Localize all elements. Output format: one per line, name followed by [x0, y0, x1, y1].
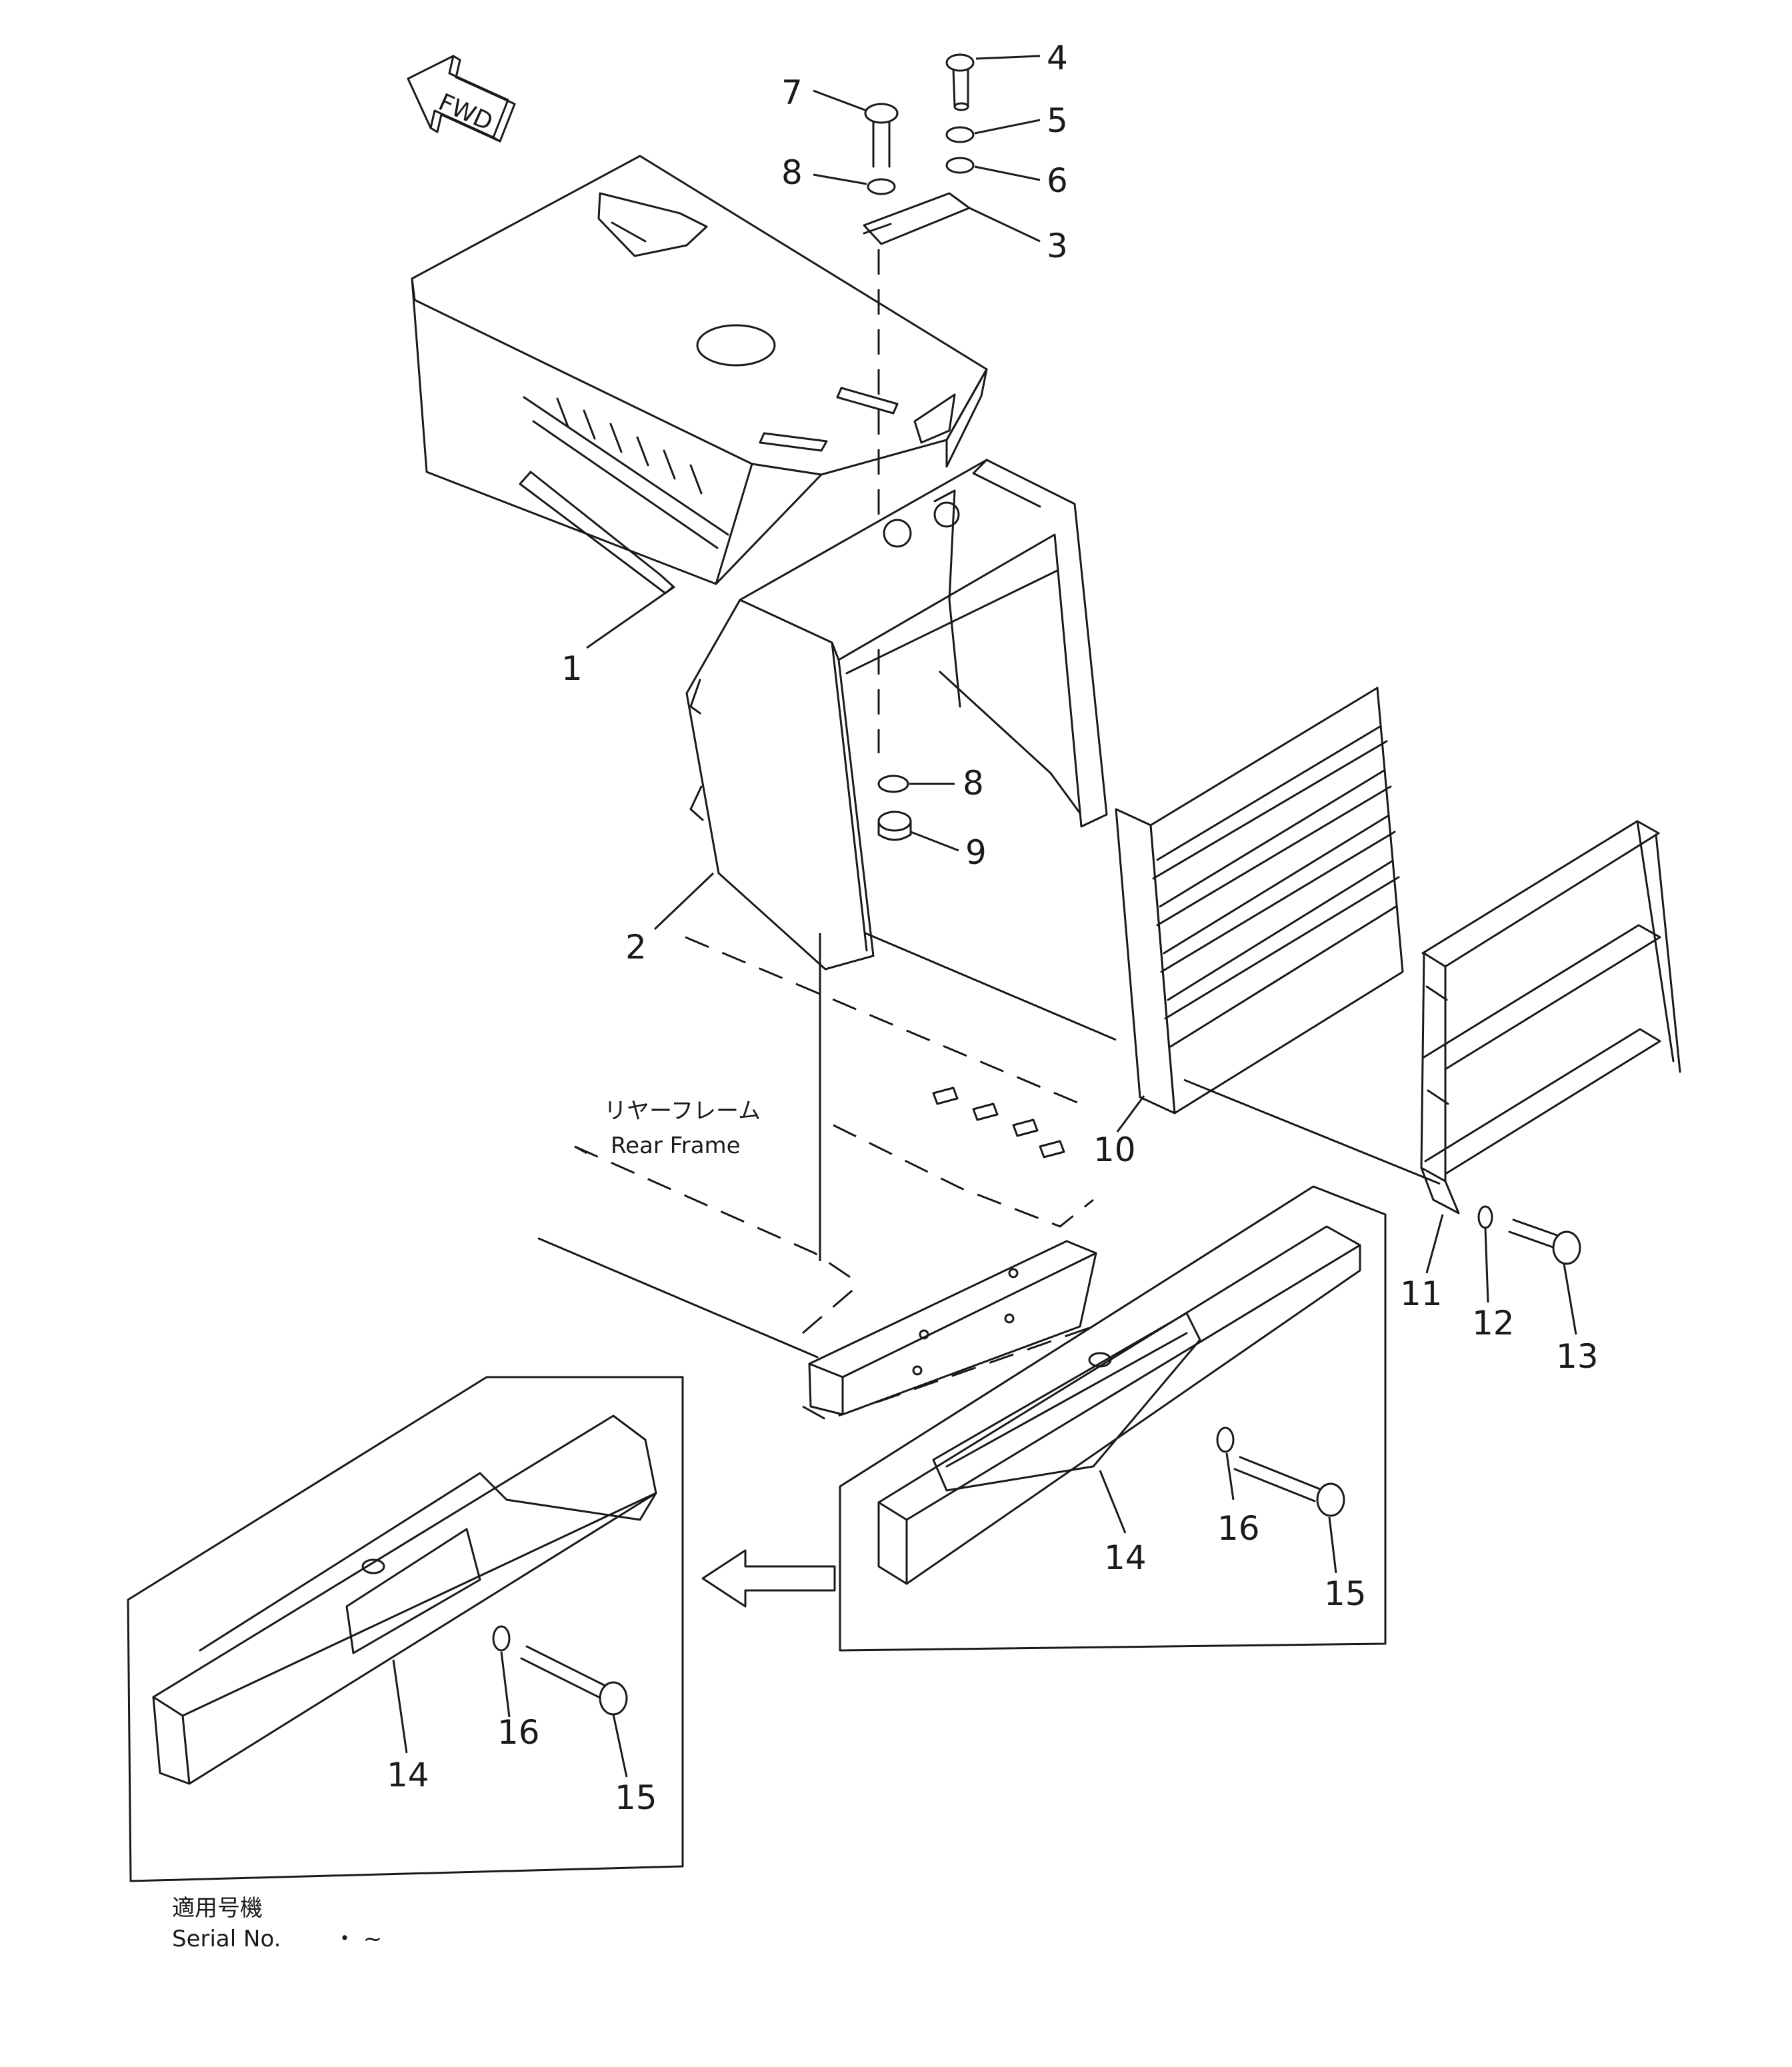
callout-10: 10: [1093, 1130, 1136, 1169]
detail-box-a: [839, 1185, 1387, 1652]
callout-4: 4: [1047, 39, 1068, 77]
nut-9-part: [877, 811, 912, 841]
callout-15-detail-a: 15: [1324, 1574, 1367, 1613]
rear-frame-label-en: Rear Frame: [611, 1132, 741, 1159]
tubular-guard-part: [1420, 820, 1681, 1214]
callout-2: 2: [625, 928, 647, 967]
callout-leaders: [392, 55, 1577, 1778]
detail-transfer-arrow-icon: [701, 1549, 836, 1608]
washer-13-part: [1477, 1205, 1493, 1229]
rear-frame-label-jp: リヤーフレーム: [604, 1098, 761, 1124]
callout-14-detail-b: 14: [387, 1756, 429, 1794]
hood-cover-part: [411, 155, 988, 595]
callout-8-lower: 8: [963, 764, 984, 803]
callout-3: 3: [1047, 227, 1068, 265]
callout-labels: 4 5 6 3 7 8 1 2 8 9 10 11 12 13 14 15 16…: [387, 39, 1599, 1817]
bolt-7-part: [864, 103, 899, 168]
assembly-line-frame-grille: [865, 932, 1117, 1041]
rear-frame-outline: [537, 936, 1097, 1421]
washer-8-lower-part: [877, 775, 909, 793]
louver-grille-part: [1115, 687, 1404, 1114]
washer-5-part: [945, 126, 975, 143]
callout-15-detail-b: 15: [615, 1778, 657, 1817]
bolt-12-part: [1508, 1218, 1581, 1265]
callout-5: 5: [1047, 101, 1068, 140]
serial-label-en: Serial No.: [172, 1926, 281, 1952]
serial-range: ・ ~: [333, 1926, 382, 1952]
bolt-4-part: [945, 53, 975, 111]
callout-12: 13: [1556, 1337, 1599, 1376]
rear-frame-leader: [574, 1145, 587, 1154]
callout-1: 1: [561, 649, 583, 688]
cover-plate-part: [863, 192, 971, 245]
callout-7: 7: [781, 73, 803, 112]
washer-6-part: [945, 157, 975, 174]
serial-label-jp: 適用号機: [172, 1895, 263, 1922]
washer-8-upper-part: [867, 178, 896, 195]
callout-8-upper: 8: [781, 153, 803, 192]
forward-arrow-icon: FWD: [407, 55, 516, 143]
callout-6: 6: [1047, 161, 1068, 200]
callout-16-detail-a: 16: [1217, 1509, 1260, 1548]
callout-11: 11: [1400, 1274, 1443, 1313]
assembly-line-grille-guard: [1183, 1078, 1441, 1185]
detail-box-b: [127, 1376, 684, 1882]
callout-13: 12: [1472, 1304, 1515, 1342]
callout-9: 9: [965, 833, 987, 872]
callout-16-detail-b: 16: [497, 1713, 540, 1752]
callout-14-detail-a: 14: [1104, 1538, 1147, 1577]
radiator-frame-part: [685, 459, 1108, 971]
